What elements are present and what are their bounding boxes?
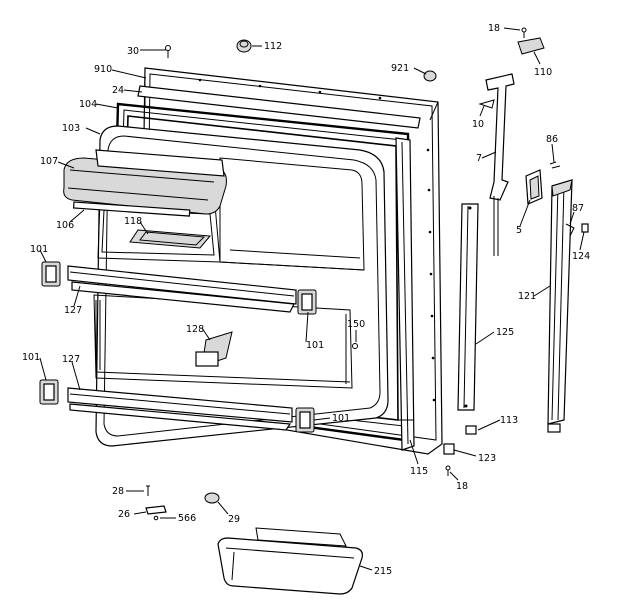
panel-screw-holes	[198, 78, 436, 402]
shelf-insert-118	[129, 229, 211, 249]
cap-124	[581, 223, 589, 233]
screw-18-bottom	[445, 465, 451, 476]
label-215: 215	[374, 566, 392, 577]
label-125: 125	[496, 327, 514, 338]
side-strip-115	[395, 137, 415, 451]
hinge-block-5	[525, 169, 543, 205]
hinge-cover-110	[517, 37, 545, 55]
cap-29	[204, 492, 220, 504]
leader-lines	[39, 27, 585, 571]
bracket-128	[195, 331, 233, 367]
label-28: 28	[112, 486, 124, 497]
label-124: 124	[572, 251, 590, 262]
spring-86	[549, 161, 561, 169]
label-101-b: 101	[306, 340, 324, 351]
label-110: 110	[534, 67, 552, 78]
screw-18-top	[521, 27, 527, 38]
label-101-a: 101	[30, 244, 48, 255]
label-7: 7	[476, 153, 482, 164]
label-103: 103	[62, 123, 80, 134]
label-107: 107	[40, 156, 58, 167]
label-104: 104	[79, 99, 97, 110]
lower-door-shelf-bar	[67, 387, 293, 431]
label-26: 26	[118, 509, 130, 520]
shelf-support-101-left-lower	[39, 379, 59, 405]
part-labels: 18 30 112 110 910 921 24 104 10 103 86 7…	[22, 23, 590, 577]
label-123: 123	[478, 453, 496, 464]
dairy-compartment-door	[63, 149, 227, 217]
label-101-c: 101	[22, 352, 40, 363]
label-910: 910	[94, 64, 112, 75]
trim-bar-125	[457, 203, 479, 411]
screw-566	[153, 515, 159, 521]
clip-26	[145, 505, 167, 515]
label-113: 113	[500, 415, 518, 426]
label-24: 24	[112, 85, 124, 96]
shelf-support-101-left-upper	[41, 261, 61, 287]
screw-150	[352, 343, 358, 349]
label-150: 150	[347, 319, 365, 330]
upper-door-shelf-bar	[67, 265, 297, 313]
label-30: 30	[127, 46, 139, 57]
label-101-d: 101	[332, 413, 350, 424]
clip-113	[465, 425, 477, 435]
label-118: 118	[124, 216, 142, 227]
label-115: 115	[410, 466, 428, 477]
label-87: 87	[572, 203, 584, 214]
hinge-pin-10	[478, 99, 495, 109]
pin-87	[565, 223, 575, 237]
label-112: 112	[264, 41, 282, 52]
screw-30	[165, 45, 171, 58]
label-86: 86	[546, 134, 558, 145]
top-trim-strip	[137, 85, 421, 129]
hinge-bar-7	[485, 73, 515, 256]
label-128: 128	[186, 324, 204, 335]
pin-28	[146, 485, 150, 496]
label-127-a: 127	[64, 305, 82, 316]
plug-921	[423, 70, 437, 82]
label-5: 5	[516, 225, 522, 236]
label-10: 10	[472, 119, 484, 130]
plug-112	[236, 39, 252, 53]
label-121: 121	[518, 291, 536, 302]
label-921: 921	[391, 63, 409, 74]
label-566: 566	[178, 513, 196, 524]
label-29: 29	[228, 514, 240, 525]
label-18-top: 18	[488, 23, 500, 34]
door-handle-121	[547, 179, 573, 433]
bracket-123	[443, 443, 455, 455]
door-bin-215	[217, 527, 363, 595]
label-127-b: 127	[62, 354, 80, 365]
shelf-support-101-right-upper	[297, 289, 317, 315]
label-18-bottom: 18	[456, 481, 468, 492]
shelf-support-101-right-lower	[295, 407, 315, 433]
label-106: 106	[56, 220, 74, 231]
